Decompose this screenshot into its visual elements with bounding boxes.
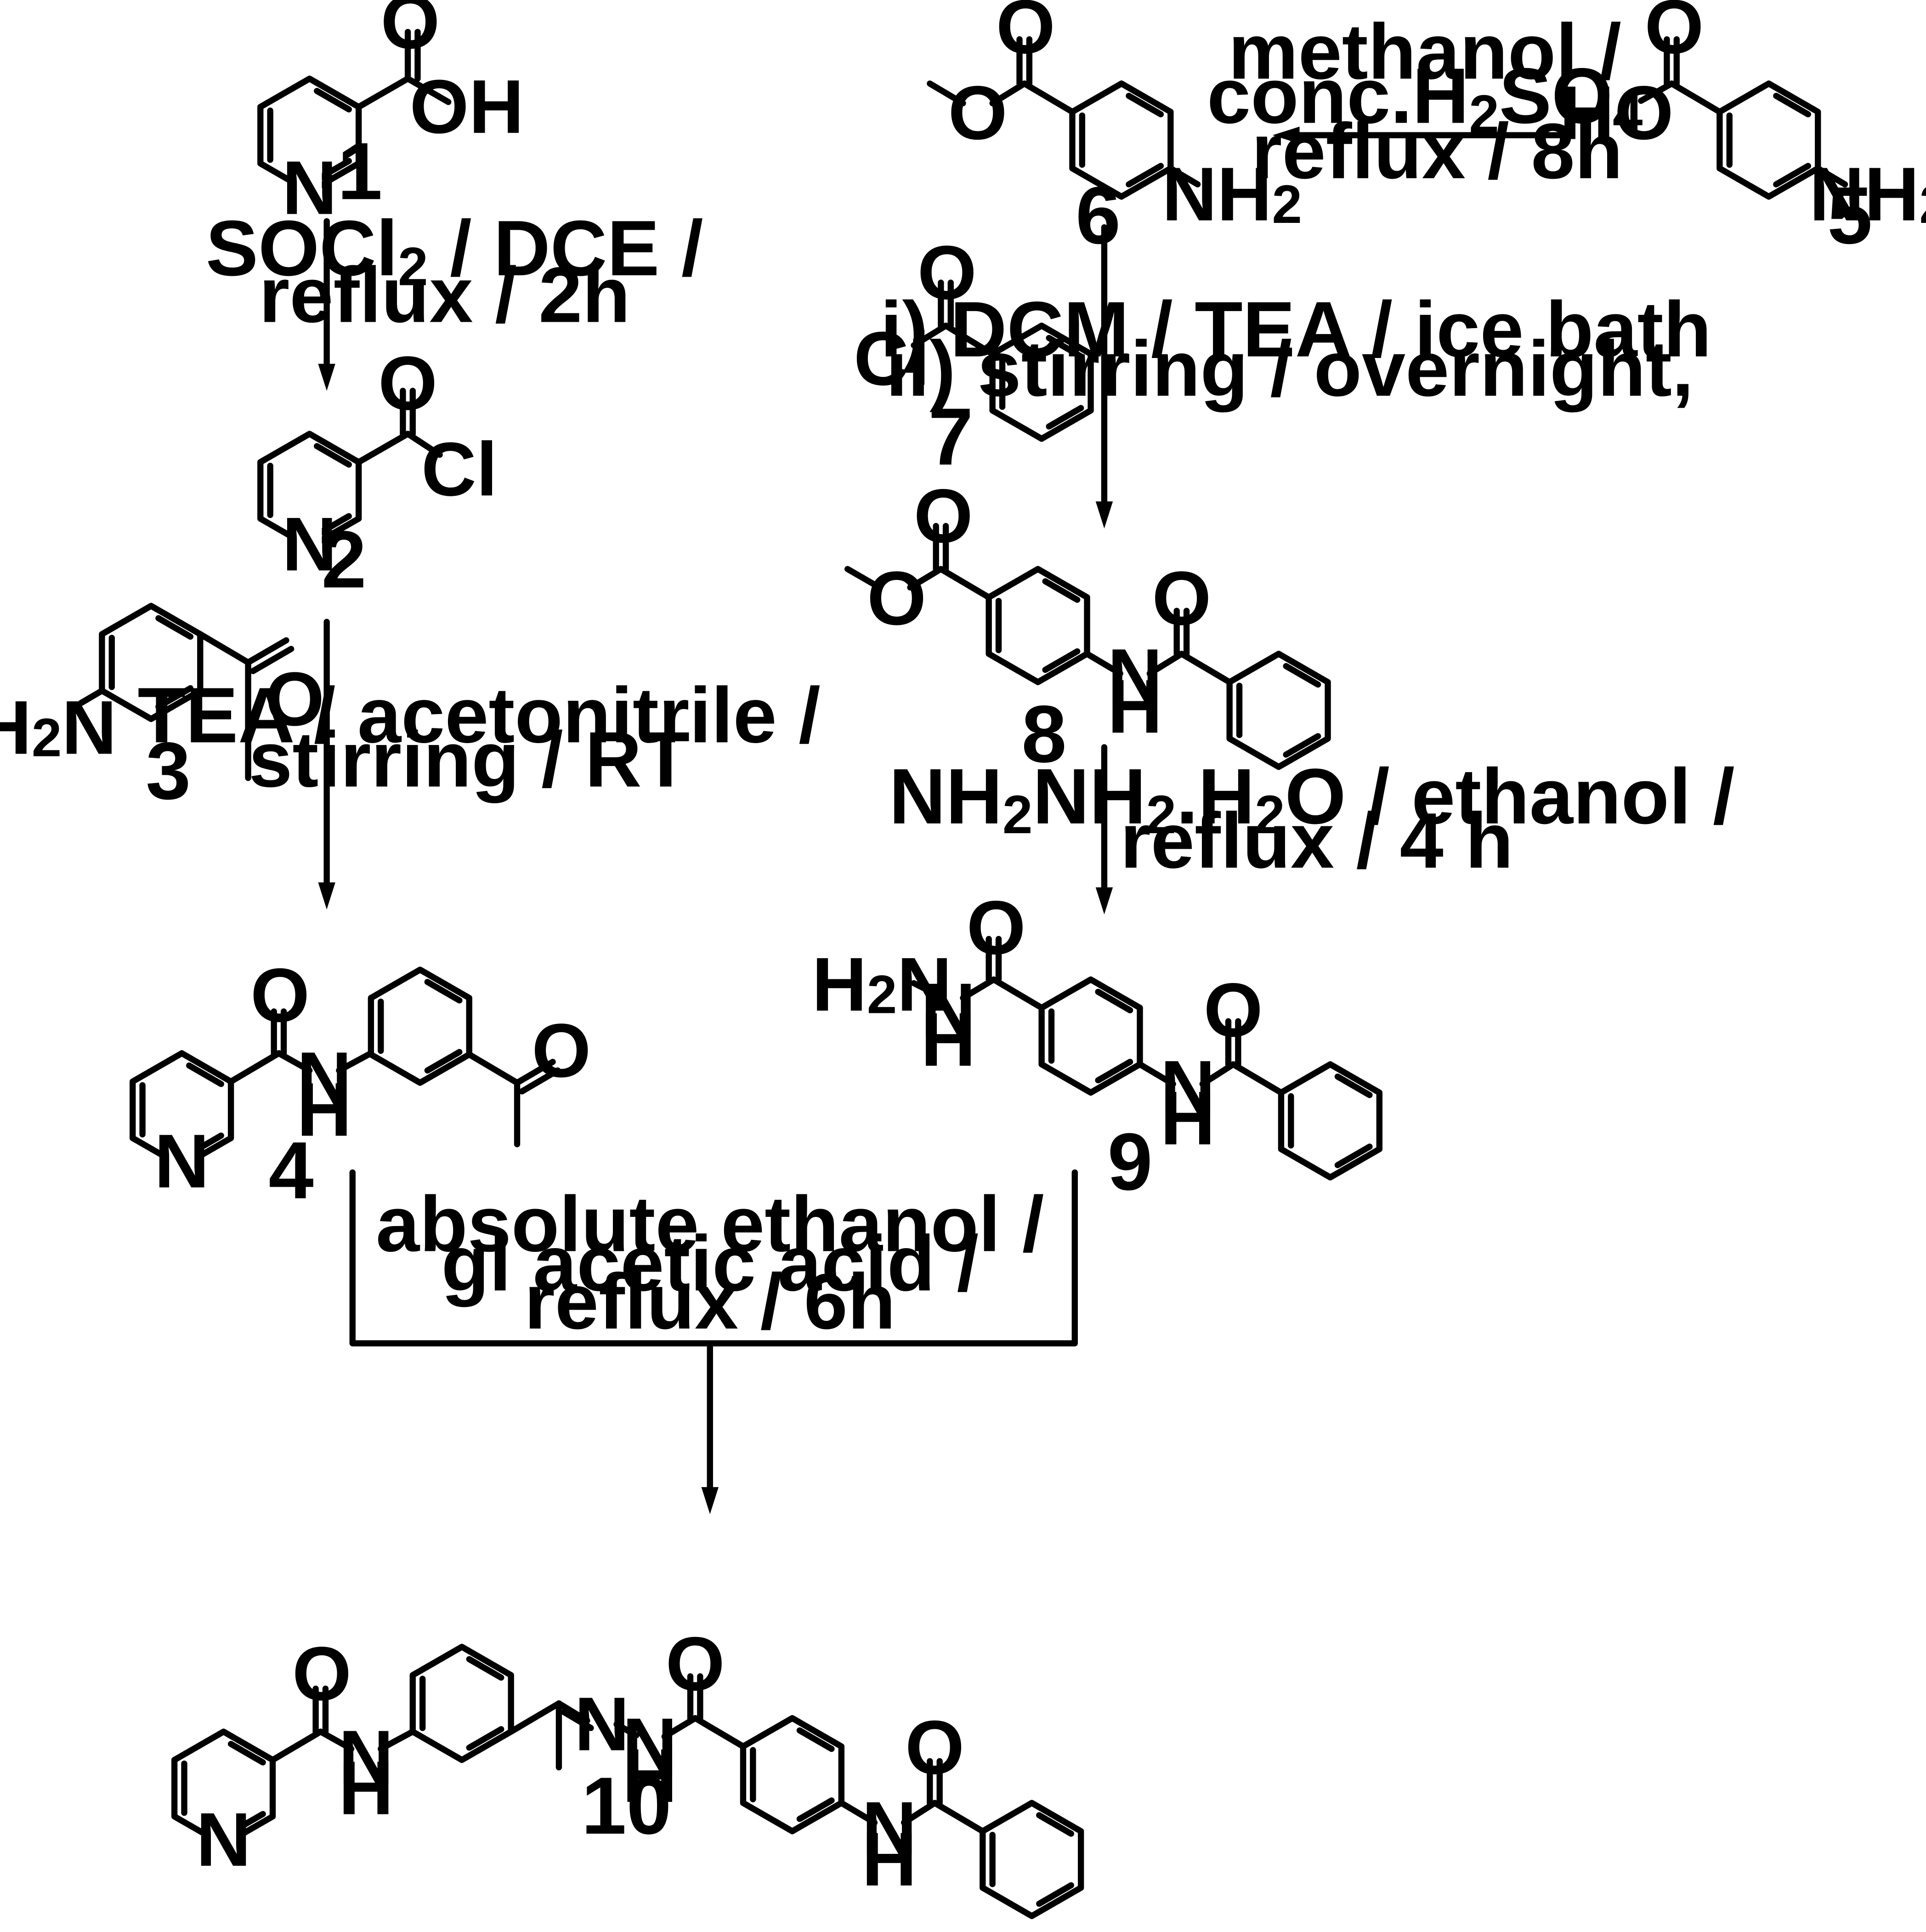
svg-text:reflux / 6h: reflux / 6h [524,1258,895,1346]
svg-text:NH2NH2.H2O / ethanol /: NH2NH2.H2O / ethanol / [889,753,1735,845]
atom-N: N [154,1119,210,1204]
arrow-6-to-8 [1095,224,1113,528]
atom-H: H [921,997,976,1082]
compound-5: O HO NH2 5 [1559,0,1926,261]
conditions-step-8-9: NH2NH2.H2O / ethanol / reflux / 4 h [889,753,1735,885]
atom-H: H [339,1746,394,1831]
compound-10: N O N H N N H O N H [171,1621,1084,1919]
svg-text:gl acetic acid /: gl acetic acid / [441,1220,979,1307]
atom-O: O [1204,968,1263,1053]
atom-O: O [948,71,1008,156]
compound-label-10: 10 [581,1761,671,1851]
atom-O: O [378,341,437,426]
svg-text:conc.H2SO4: conc.H2SO4 [1207,52,1643,144]
conditions-step-1-2: SOCl2 / DCE / reflux / 2h [206,205,703,339]
svg-text:reflux / 8h: reflux / 8h [1252,108,1623,195]
compound-2: N O Cl 2 [257,341,498,605]
compound-label-2: 2 [322,514,367,605]
svg-text:stirring / RT: stirring / RT [249,716,690,804]
conditions-step-6-8: i) DCM / TEA / ice bath ii) stirring / o… [880,286,1711,413]
atom-Cl: Cl [421,427,498,512]
atom-N: N [339,1715,394,1800]
atom-O: O [967,886,1026,971]
atom-O: O [1152,556,1211,641]
svg-text:TEA / acetonitrile /: TEA / acetonitrile / [138,671,821,759]
atom-O: O [532,1008,591,1093]
atom-O: O [265,657,324,742]
atom-N: N [1160,1045,1215,1130]
atom-N: N [297,1037,352,1122]
atom-O: O [666,1621,725,1706]
atom-O: O [905,1705,964,1790]
compound-label-5: 5 [1827,170,1872,261]
svg-text:SOCl2 / DCE /: SOCl2 / DCE / [206,205,703,296]
compound-label-3: 3 [146,726,191,816]
atom-N: N [196,1797,251,1882]
atom-O: O [918,230,977,315]
atom-N: N [1107,633,1162,718]
atom-O: O [1644,0,1704,69]
compound-8: O O N H O 8 [844,474,1331,779]
conditions-step-4-9-10: absolute ethanol / gl acetic acid / refl… [376,1180,1044,1346]
compound-9: O N H H2N N H O 9 [812,886,1382,1207]
bracket-4-9-to-10 [349,1169,1078,1514]
svg-text:ii) stirring / overnight,: ii) stirring / overnight, [886,325,1694,413]
compound-label-9: 9 [1108,1117,1153,1207]
atom-N: N [862,1786,917,1871]
arrow-1-to-2 [318,218,335,391]
atom-H: H [297,1067,352,1152]
atom-H2N: H2N [812,942,952,1027]
atom-O: O [380,0,440,65]
atom-H: H [862,1817,917,1902]
conditions-step-5-6: methanol / conc.H2SO4 reflux / 8h [1207,8,1643,195]
atom-N: N [921,968,976,1053]
compound-1: N O OH 1 [257,0,524,231]
atom-H2N: H2N [0,685,117,770]
compound-label-7: 7 [928,392,973,482]
svg-text:methanol /: methanol / [1228,8,1621,96]
arrow-8-to-9 [1095,744,1113,915]
svg-text:i) DCM / TEA / ice bath: i) DCM / TEA / ice bath [880,286,1711,374]
compound-6: O O NH2 6 [927,0,1302,261]
atom-NH2: NH2 [1809,152,1926,237]
atom-NH2: NH2 [1162,152,1302,237]
atom-O: O [914,474,973,559]
atom-H: H [1107,664,1162,749]
compound-label-4: 4 [269,1125,314,1216]
compound-label-6: 6 [1076,170,1121,261]
conditions-step-2-4: TEA / acetonitrile / stirring / RT [138,671,821,803]
atom-OH: OH [410,64,524,149]
atom-H: H [622,1733,677,1818]
atom-O: O [292,1631,351,1716]
atom-N: N [282,146,337,231]
compound-4: N O N H O 4 [130,953,591,1216]
atom-Cl: Cl [854,316,930,401]
atom-HO: HO [1559,71,1674,156]
atom-O: O [996,0,1055,69]
compound-7: O Cl 7 [854,230,1094,482]
compound-label-1: 1 [337,126,382,216]
svg-text:reflux / 2h: reflux / 2h [259,251,630,339]
atom-N: N [622,1703,677,1788]
compound-label-8: 8 [1021,689,1066,779]
atom-O: O [867,556,926,641]
arrow-5-to-6 [1272,126,1571,144]
atom-N: N [282,502,337,587]
svg-text:reflux / 4 h: reflux / 4 h [1120,797,1513,885]
atom-O: O [250,953,310,1038]
atom-H: H [1160,1076,1215,1161]
svg-text:absolute ethanol /: absolute ethanol / [376,1180,1044,1268]
arrow-2-to-4 [318,619,335,909]
compound-3: O H2N 3 [0,602,324,816]
